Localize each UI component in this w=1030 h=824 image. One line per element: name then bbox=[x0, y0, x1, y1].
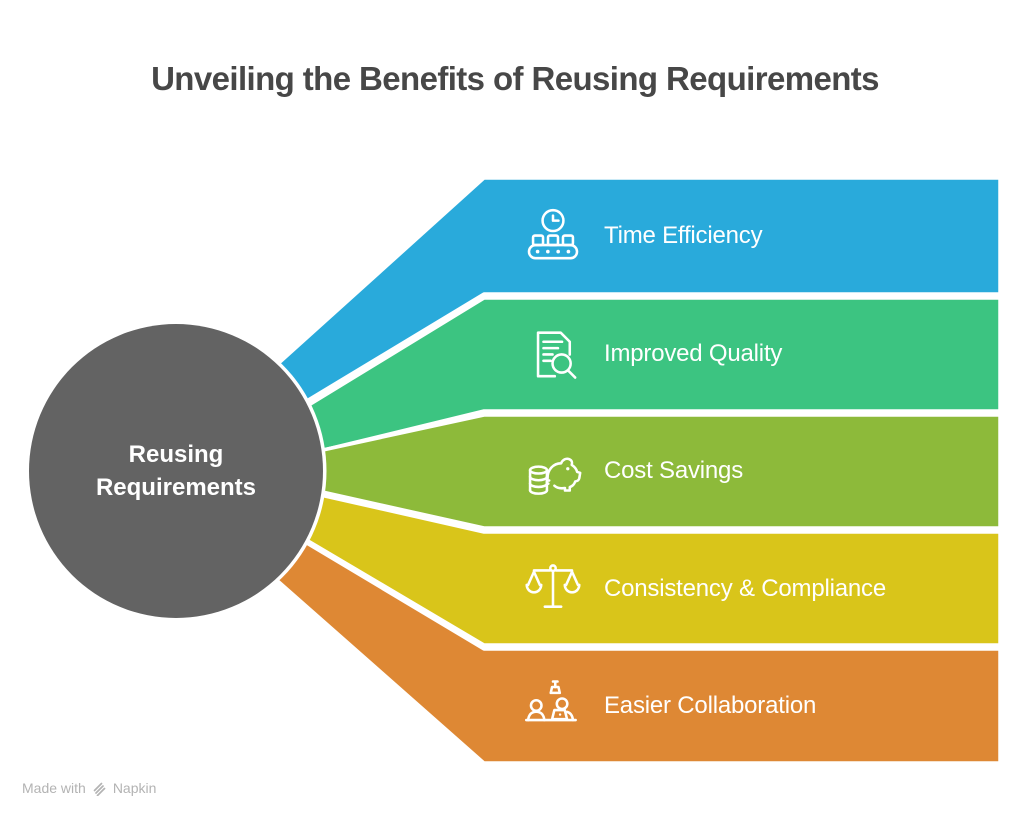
watermark: Made with Napkin bbox=[22, 780, 156, 796]
brand-text: Napkin bbox=[112, 780, 157, 796]
band-row-time-efficiency: Time Efficiency bbox=[524, 201, 763, 271]
band-row-easier-collaboration: Easier Collaboration bbox=[524, 671, 816, 741]
hub-label-line1: Reusing bbox=[128, 441, 224, 468]
page-title: Unveiling the Benefits of Reusing Requir… bbox=[151, 60, 879, 97]
clock-conveyor-icon bbox=[524, 207, 582, 265]
band-row-cost-savings: Cost Savings bbox=[524, 436, 743, 506]
band-label: Cost Savings bbox=[604, 457, 743, 484]
balance-scale-icon bbox=[524, 560, 582, 618]
made-with-text: Made with bbox=[22, 780, 86, 796]
band-row-consistency-compliance: Consistency & Compliance bbox=[524, 554, 886, 624]
hub-circle: Reusing Requirements bbox=[29, 324, 323, 618]
napkin-logo-icon bbox=[92, 781, 107, 796]
piggy-bank-coins-icon bbox=[524, 442, 582, 500]
people-collaboration-icon bbox=[524, 677, 582, 735]
document-magnifier-icon bbox=[524, 325, 582, 383]
band-label: Improved Quality bbox=[604, 340, 783, 367]
hub-label-line2: Requirements bbox=[95, 474, 257, 501]
band-label: Consistency & Compliance bbox=[604, 575, 886, 602]
band-label: Time Efficiency bbox=[604, 222, 763, 249]
band-label: Easier Collaboration bbox=[604, 692, 817, 719]
band-row-improved-quality: Improved Quality bbox=[524, 319, 782, 389]
